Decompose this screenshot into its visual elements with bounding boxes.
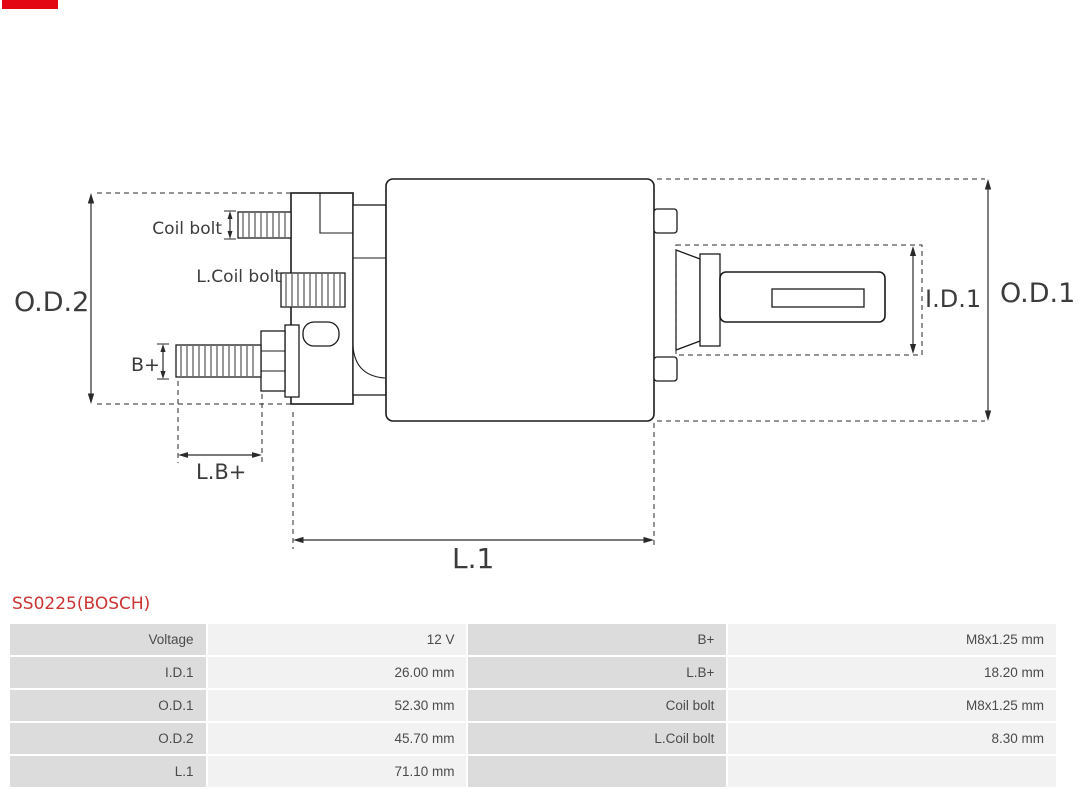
label-od1: O.D.1	[1000, 278, 1075, 309]
bracket-step-line	[319, 193, 353, 234]
label-id1: I.D.1	[925, 285, 981, 313]
dim-l1: L.1	[292, 412, 655, 575]
od1-arrow-top	[984, 179, 992, 190]
spec-value: M8x1.25 mm	[728, 690, 1056, 721]
coil-bolt-arrow-bottom	[227, 231, 233, 239]
od2-arrow-bottom	[87, 393, 95, 404]
l1-arrow-right	[643, 536, 654, 544]
bracket-tab	[302, 321, 340, 347]
b-plus-stud	[175, 344, 262, 378]
table-row: I.D.1 26.00 mm L.B+ 18.20 mm	[10, 657, 1056, 688]
id1-extent-box	[675, 244, 923, 356]
spec-value: M8x1.25 mm	[728, 624, 1056, 655]
dim-od1: O.D.1	[657, 178, 1075, 422]
spec-label	[468, 756, 727, 787]
spec-value: 18.20 mm	[728, 657, 1056, 688]
terminal-tab-bottom	[653, 356, 678, 382]
dim-id1: I.D.1	[675, 244, 981, 356]
solenoid-drawing	[175, 178, 886, 422]
spec-value	[728, 756, 1056, 787]
dim-od2: O.D.2	[14, 192, 291, 405]
b-plus-thread-hatch	[180, 346, 254, 376]
label-l1: L.1	[452, 542, 494, 575]
coil-bolt-arrow-top	[227, 211, 233, 219]
coil-bolt-thread-hatch	[242, 213, 286, 237]
spec-label: Coil bolt	[468, 690, 727, 721]
spec-value: 71.10 mm	[207, 756, 467, 787]
l1-arrow-left	[293, 536, 304, 544]
label-lb-plus: L.B+	[196, 460, 246, 484]
solenoid-body	[385, 178, 655, 422]
spec-value: 26.00 mm	[207, 657, 467, 688]
table-row: Voltage 12 V B+ M8x1.25 mm	[10, 624, 1056, 655]
b-plus-nut	[260, 330, 286, 392]
lb-arrow-right	[252, 452, 262, 458]
spec-table: Voltage 12 V B+ M8x1.25 mm I.D.1 26.00 m…	[8, 622, 1058, 789]
dim-lb-plus: L.B+	[177, 381, 263, 484]
plunger-slot	[771, 288, 865, 308]
technical-drawing: O.D.2 O.D.1 I.D.1 L.1	[14, 178, 1075, 575]
b-plus-arrow-top	[160, 344, 166, 352]
part-number-title: SS0225(BOSCH)	[12, 594, 151, 614]
spec-value: 12 V	[207, 624, 467, 655]
od1-arrow-bottom	[984, 410, 992, 421]
spec-label: L.Coil bolt	[468, 723, 727, 754]
spec-label: I.D.1	[10, 657, 206, 688]
spec-label: O.D.2	[10, 723, 206, 754]
plunger-collar	[699, 253, 721, 347]
dim-b-plus: B+	[131, 343, 169, 380]
spec-label: O.D.1	[10, 690, 206, 721]
table-row: O.D.1 52.30 mm Coil bolt M8x1.25 mm	[10, 690, 1056, 721]
b-plus-arrow-bottom	[160, 371, 166, 379]
b-plus-nut-facets	[261, 350, 285, 372]
label-od2: O.D.2	[14, 287, 89, 318]
terminal-tab-top	[653, 208, 678, 234]
bracket-fillet	[352, 345, 386, 379]
spec-label: Voltage	[10, 624, 206, 655]
spec-label: L.B+	[468, 657, 727, 688]
l-coil-bolt-thread-hatch	[285, 274, 341, 306]
id1-arrow-top	[909, 246, 917, 256]
b-plus-washer	[284, 324, 300, 398]
dim-coil-bolt: Coil bolt	[152, 210, 236, 240]
lb-arrow-left	[178, 452, 188, 458]
label-b-plus: B+	[131, 354, 160, 376]
l-coil-bolt-collar	[280, 272, 346, 308]
plunger-cone	[675, 249, 701, 351]
spec-value: 45.70 mm	[207, 723, 467, 754]
logo-fragment	[2, 0, 58, 9]
label-l-coil-bolt: L.Coil bolt	[196, 267, 281, 287]
mounting-bracket-inner-plate	[352, 204, 387, 396]
id1-arrow-bottom	[909, 344, 917, 354]
label-coil-bolt: Coil bolt	[152, 219, 222, 239]
table-row: O.D.2 45.70 mm L.Coil bolt 8.30 mm	[10, 723, 1056, 754]
coil-bolt-stud	[237, 211, 292, 239]
spec-label: B+	[468, 624, 727, 655]
spec-label: L.1	[10, 756, 206, 787]
table-row: L.1 71.10 mm	[10, 756, 1056, 787]
od2-arrow-top	[87, 193, 95, 204]
spec-value: 8.30 mm	[728, 723, 1056, 754]
spec-value: 52.30 mm	[207, 690, 467, 721]
